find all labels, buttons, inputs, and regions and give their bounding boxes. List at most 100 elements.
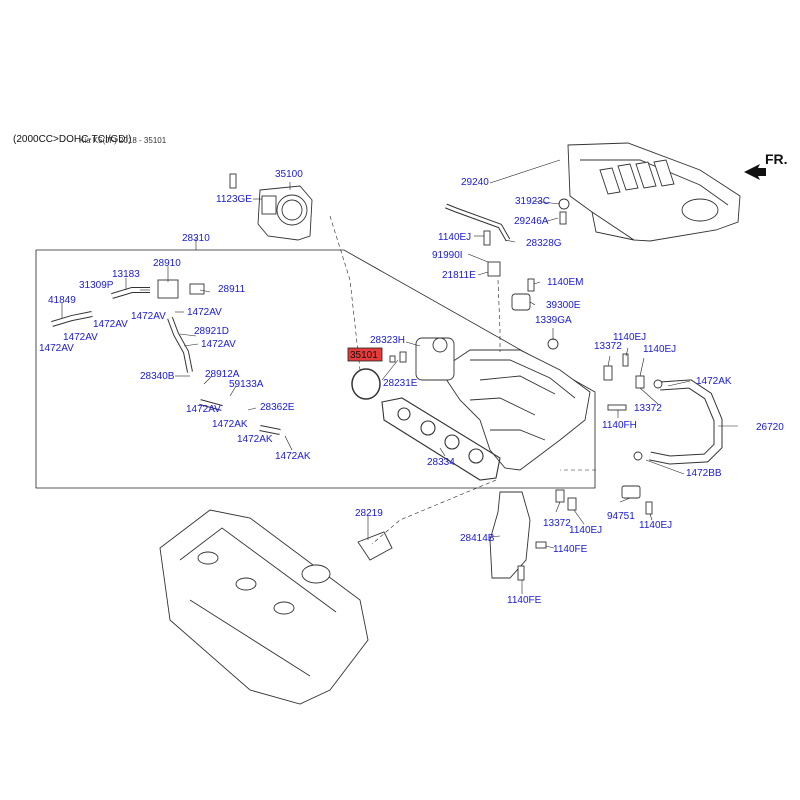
part-callout-1140FE[interactable]: 1140FE [553, 544, 588, 555]
part-number-label[interactable]: 1472AK [275, 451, 311, 462]
part-callout-28219[interactable]: 28219 [355, 508, 383, 519]
part-callout-1140EJ[interactable]: 1140EJ [643, 344, 676, 355]
part-number-label[interactable]: 94751 [607, 511, 635, 522]
part-callout-28323H[interactable]: 28323H [370, 335, 405, 346]
part-number-label[interactable]: 28911 [218, 284, 246, 295]
part-callout-1140FH[interactable]: 1140FH [602, 420, 637, 431]
part-number-label[interactable]: 1472AK [212, 419, 248, 430]
part-callout-39300E[interactable]: 39300E [546, 300, 581, 311]
part-callout-1140EM[interactable]: 1140EM [547, 277, 584, 288]
part-number-label[interactable]: 13183 [112, 269, 140, 280]
part-callout-21811E[interactable]: 21811E [442, 270, 476, 281]
part-callout-13372[interactable]: 13372 [594, 341, 622, 352]
part-number-label[interactable]: 28340B [140, 371, 175, 382]
part-callout-28362E[interactable]: 28362E [260, 402, 295, 413]
part-callout-28334[interactable]: 28334 [427, 457, 455, 468]
part-callout-28911[interactable]: 28911 [218, 284, 246, 295]
part-number-label[interactable]: 26720 [756, 422, 784, 433]
part-number-label[interactable]: 1140EJ [569, 525, 602, 536]
part-callout-28414B[interactable]: 28414B [460, 533, 495, 544]
part-callout-1472AV[interactable]: 1472AV [131, 311, 166, 322]
part-callout-59133A[interactable]: 59133A [229, 379, 264, 390]
part-callout-1472AV[interactable]: 1472AV [187, 307, 222, 318]
part-number-label[interactable]: 28231E [383, 378, 418, 389]
part-number-label[interactable]: 13372 [543, 518, 571, 529]
part-callout-28921D[interactable]: 28921D [194, 326, 229, 337]
part-callout-13372[interactable]: 13372 [634, 403, 662, 414]
part-callout-1472AK[interactable]: 1472AK [237, 434, 273, 445]
part-number-label[interactable]: 1339GA [535, 315, 572, 326]
part-number-label[interactable]: 1472AV [93, 319, 128, 330]
part-callout-35101[interactable]: 35101 [347, 347, 383, 362]
part-callout-1140FE[interactable]: 1140FE [507, 595, 542, 606]
part-callout-1472AV[interactable]: 1472AV [39, 343, 74, 354]
part-number-label[interactable]: 28334 [427, 457, 455, 468]
part-callout-31309P[interactable]: 31309P [79, 280, 114, 291]
part-callout-28340B[interactable]: 28340B [140, 371, 175, 382]
part-callout-28910[interactable]: 28910 [153, 258, 181, 269]
part-number-label[interactable]: 1472AV [201, 339, 236, 350]
part-number-label[interactable]: 91990I [432, 250, 463, 261]
part-callout-1339GA[interactable]: 1339GA [535, 315, 572, 326]
part-number-label[interactable]: 28921D [194, 326, 229, 337]
part-number-label[interactable]: 13372 [634, 403, 662, 414]
part-number-label[interactable]: 21811E [442, 270, 476, 281]
part-callout-1472AK[interactable]: 1472AK [696, 376, 732, 387]
part-number-label[interactable]: 28912A [205, 369, 240, 380]
part-callout-1472AV[interactable]: 1472AV [201, 339, 236, 350]
part-number-label[interactable]: 1472AK [237, 434, 273, 445]
part-callout-29246A[interactable]: 29246A [514, 216, 549, 227]
part-callout-29240[interactable]: 29240 [461, 177, 489, 188]
part-number-label[interactable]: 28414B [460, 533, 495, 544]
part-number-label[interactable]: 39300E [546, 300, 581, 311]
part-number-label[interactable]: 28910 [153, 258, 181, 269]
part-callout-1472AV[interactable]: 1472AV [93, 319, 128, 330]
part-callout-13372[interactable]: 13372 [543, 518, 571, 529]
part-number-label[interactable]: 1123GE [216, 194, 252, 205]
part-callout-28912A[interactable]: 28912A [205, 369, 240, 380]
part-callout-94751[interactable]: 94751 [607, 511, 635, 522]
part-number-label[interactable]: 28328G [526, 238, 562, 249]
part-callout-35100[interactable]: 35100 [275, 169, 303, 180]
part-callout-1140EJ[interactable]: 1140EJ [438, 232, 471, 243]
part-callout-1123GE[interactable]: 1123GE [216, 194, 252, 205]
part-number-label[interactable]: 41849 [48, 295, 76, 306]
part-callout-28328G[interactable]: 28328G [526, 238, 562, 249]
part-number-label[interactable]: 29240 [461, 177, 489, 188]
part-number-label[interactable]: 59133A [229, 379, 264, 390]
part-number-label[interactable]: 29246A [514, 216, 549, 227]
part-number-label[interactable]: 35101 [350, 350, 378, 361]
part-number-label[interactable]: 31309P [79, 280, 114, 291]
part-callout-1140EJ[interactable]: 1140EJ [639, 520, 672, 531]
part-number-label[interactable]: 1140FE [507, 595, 542, 606]
part-callout-1140EJ[interactable]: 1140EJ [613, 332, 646, 343]
part-number-label[interactable]: 35100 [275, 169, 303, 180]
part-number-label[interactable]: 28219 [355, 508, 383, 519]
part-callout-31923C[interactable]: 31923C [515, 196, 550, 207]
part-number-label[interactable]: 1140EJ [643, 344, 676, 355]
part-number-label[interactable]: 28362E [260, 402, 295, 413]
part-number-label[interactable]: 1472AV [186, 404, 221, 415]
part-callout-1472AK[interactable]: 1472AK [275, 451, 311, 462]
part-number-label[interactable]: 1140FH [602, 420, 637, 431]
part-callout-91990I[interactable]: 91990I [432, 250, 463, 261]
part-number-label[interactable]: 1472AV [63, 332, 98, 343]
part-callout-41849[interactable]: 41849 [48, 295, 76, 306]
part-number-label[interactable]: 1140EJ [613, 332, 646, 343]
part-number-label[interactable]: 1140EM [547, 277, 584, 288]
part-number-label[interactable]: 31923C [515, 196, 550, 207]
part-number-label[interactable]: 13372 [594, 341, 622, 352]
part-callout-1472AK[interactable]: 1472AK [212, 419, 248, 430]
part-number-label[interactable]: 1472AV [187, 307, 222, 318]
part-number-label[interactable]: 1472AV [39, 343, 74, 354]
part-number-label[interactable]: 1472BB [686, 468, 722, 479]
part-callout-1140EJ[interactable]: 1140EJ [569, 525, 602, 536]
part-number-label[interactable]: 1140EJ [438, 232, 471, 243]
part-number-label[interactable]: 1472AV [131, 311, 166, 322]
part-number-label[interactable]: 28310 [182, 233, 210, 244]
part-callout-26720[interactable]: 26720 [756, 422, 784, 433]
part-callout-28231E[interactable]: 28231E [383, 378, 418, 389]
part-number-label[interactable]: 1140EJ [639, 520, 672, 531]
part-callout-28310[interactable]: 28310 [182, 233, 210, 244]
part-callout-13183[interactable]: 13183 [112, 269, 140, 280]
